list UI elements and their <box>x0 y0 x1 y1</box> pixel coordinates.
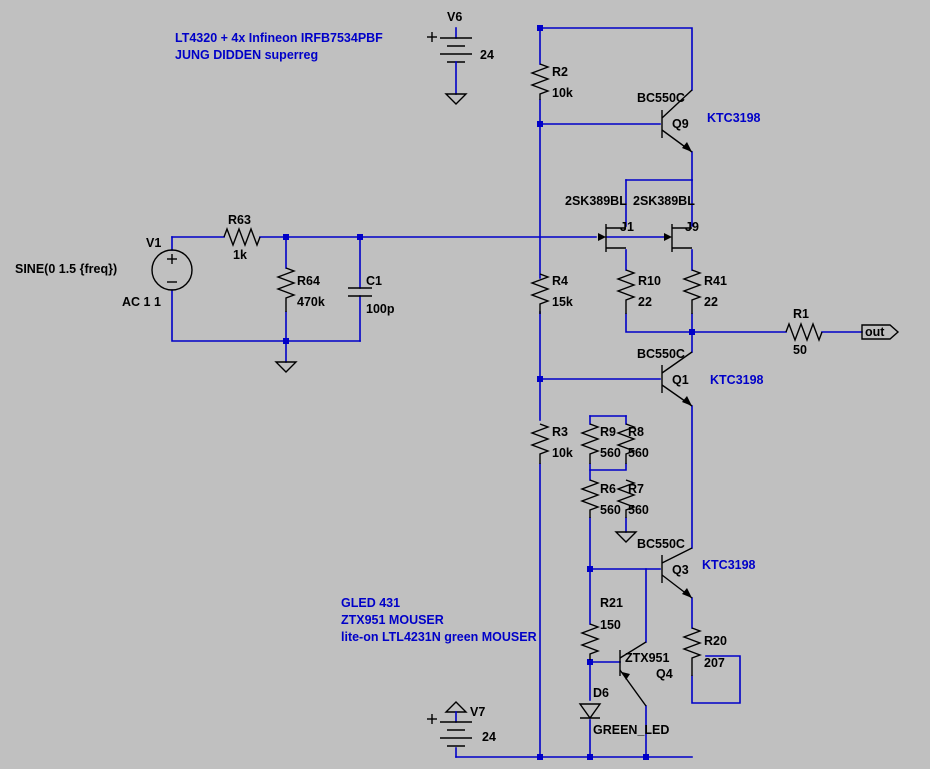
d6-ref: D6 <box>593 686 609 700</box>
r6-ref: R6 <box>600 482 616 496</box>
note-top-line-1: LT4320 + 4x Infineon IRFB7534PBF <box>175 31 383 45</box>
j1-ref: J1 <box>620 220 634 234</box>
transistor-q3 <box>661 547 693 599</box>
r64-ref: R64 <box>297 274 320 288</box>
jfet-j1 <box>598 224 626 252</box>
j9-model: 2SK389BL <box>633 194 695 208</box>
resistor-r7 <box>616 479 636 518</box>
out-label: out <box>865 325 885 339</box>
labels: V6 24 V7 24 V1 SINE(0 1.5 {freq}) AC 1 1… <box>15 10 885 744</box>
r6-value: 560 <box>600 503 621 517</box>
q9-model: BC550C <box>637 91 685 105</box>
q1-ref: Q1 <box>672 373 689 387</box>
resistor-r9 <box>580 423 600 464</box>
r2-ref: R2 <box>552 65 568 79</box>
r21-ref: R21 <box>600 596 623 610</box>
r4-ref: R4 <box>552 274 568 288</box>
r7-value: 560 <box>628 503 649 517</box>
q4-model: ZTX951 <box>625 651 670 665</box>
r20-value: 207 <box>704 656 725 670</box>
r41-ref: R41 <box>704 274 727 288</box>
q9-alt: KTC3198 <box>707 111 761 125</box>
r3-value: 10k <box>552 446 573 460</box>
r9-ref: R9 <box>600 425 616 439</box>
c1-value: 100p <box>366 302 395 316</box>
annotation-notes: LT4320 + 4x Infineon IRFB7534PBF JUNG DI… <box>175 31 537 644</box>
r7-ref: R7 <box>628 482 644 496</box>
r20-ref: R20 <box>704 634 727 648</box>
transistor-q4 <box>619 641 647 707</box>
r2-value: 10k <box>552 86 573 100</box>
r63-value: 1k <box>233 248 247 262</box>
note-bottom-line-1: GLED 431 <box>341 596 400 610</box>
v1-ref: V1 <box>146 236 161 250</box>
v7-ref: V7 <box>470 705 485 719</box>
wires <box>171 27 863 758</box>
resistor-r10 <box>616 269 636 314</box>
resistor-r41 <box>682 269 702 314</box>
resistor-r2 <box>530 63 550 100</box>
r3-ref: R3 <box>552 425 568 439</box>
resistor-r1 <box>785 322 823 342</box>
r41-value: 22 <box>704 295 718 309</box>
r9-value: 560 <box>600 446 621 460</box>
resistor-r64 <box>276 267 296 312</box>
v1-source: SINE(0 1.5 {freq}) <box>15 262 117 276</box>
v7-value: 24 <box>482 730 496 744</box>
r8-value: 560 <box>628 446 649 460</box>
note-bottom-line-2: ZTX951 MOUSER <box>341 613 444 627</box>
q3-ref: Q3 <box>672 563 689 577</box>
q3-model: BC550C <box>637 537 685 551</box>
r1-ref: R1 <box>793 307 809 321</box>
q9-ref: Q9 <box>672 117 689 131</box>
r4-value: 15k <box>552 295 573 309</box>
resistor-r4 <box>530 273 550 314</box>
net-flag-out <box>861 324 900 340</box>
resistor-r63 <box>223 227 261 247</box>
q4-ref: Q4 <box>656 667 673 681</box>
r64-value: 470k <box>297 295 325 309</box>
j9-ref: J9 <box>685 220 699 234</box>
v6-ref: V6 <box>447 10 462 24</box>
resistor-r21 <box>580 623 600 660</box>
v6-value: 24 <box>480 48 494 62</box>
r10-value: 22 <box>638 295 652 309</box>
battery-v6 <box>427 32 472 105</box>
q1-model: BC550C <box>637 347 685 361</box>
v1-ac: AC 1 1 <box>122 295 161 309</box>
c1-ref: C1 <box>366 274 382 288</box>
resistor-r8 <box>616 423 636 464</box>
q3-alt: KTC3198 <box>702 558 756 572</box>
junctions <box>283 25 695 760</box>
note-top-line-2: JUNG DIDDEN superreg <box>175 48 318 62</box>
transistor-q9 <box>661 89 693 153</box>
r10-ref: R10 <box>638 274 661 288</box>
resistor-r6 <box>580 479 600 518</box>
led-d6 <box>578 703 602 720</box>
resistors <box>223 63 823 676</box>
transistor-q1 <box>661 351 693 407</box>
r63-ref: R63 <box>228 213 251 227</box>
j1-model: 2SK389BL <box>565 194 627 208</box>
r1-value: 50 <box>793 343 807 357</box>
q1-alt: KTC3198 <box>710 373 764 387</box>
battery-v7 <box>427 701 472 747</box>
r21-value: 150 <box>600 618 621 632</box>
sine-source-v1 <box>151 249 193 291</box>
d6-model: GREEN_LED <box>593 723 669 737</box>
resistor-r3 <box>530 423 550 464</box>
ground-symbols <box>274 361 638 543</box>
note-bottom-line-3: lite-on LTL4231N green MOUSER <box>341 630 537 644</box>
r8-ref: R8 <box>628 425 644 439</box>
resistor-r20 <box>682 627 702 676</box>
capacitor-c1 <box>348 287 372 297</box>
jfet-j9 <box>664 224 692 252</box>
